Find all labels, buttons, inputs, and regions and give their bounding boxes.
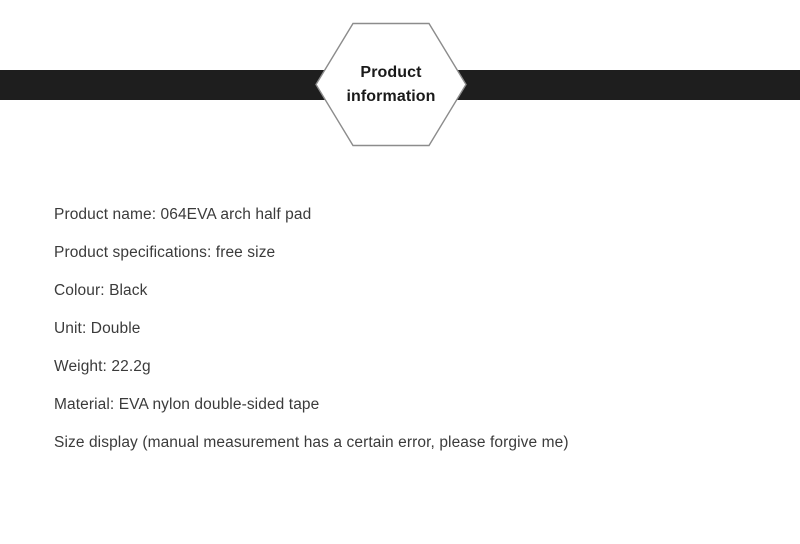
hexagon-shape-icon [315, 22, 467, 147]
product-spec-list: Product name: 064EVA arch half pad Produ… [54, 196, 754, 462]
hexagon-title-badge: Product information [315, 22, 467, 147]
spec-line-product-specifications: Product specifications: free size [54, 244, 276, 261]
spec-line-size-display-note: Size display (manual measurement has a c… [54, 434, 569, 451]
hexagon-title-line-2: information [346, 87, 436, 105]
spec-line-weight: Weight: 22.2g [54, 358, 151, 375]
spec-line-material: Material: EVA nylon double-sided tape [54, 396, 320, 413]
hexagon-title-text: Product information [315, 22, 467, 147]
hexagon-title-line-1: Product [360, 64, 422, 82]
spec-line-product-name: Product name: 064EVA arch half pad [54, 206, 312, 223]
spec-line-unit: Unit: Double [54, 320, 141, 337]
page-header-banner: Product information [0, 0, 800, 160]
spec-line-colour: Colour: Black [54, 282, 148, 299]
